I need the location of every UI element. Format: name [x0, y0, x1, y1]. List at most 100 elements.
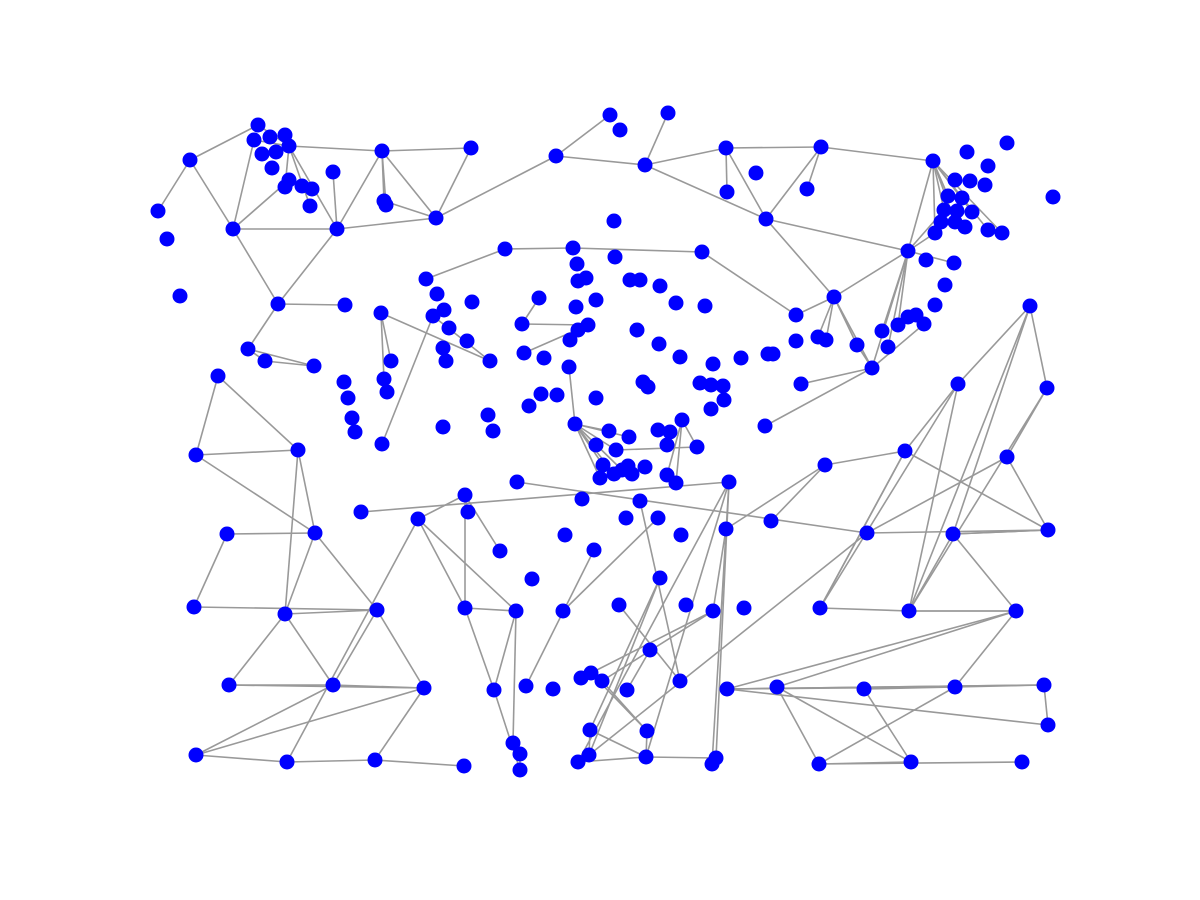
graph-node: [651, 336, 667, 352]
graph-edge: [332, 609, 378, 686]
graph-edge: [572, 247, 703, 253]
graph-node: [864, 360, 880, 376]
graph-node: [748, 165, 764, 181]
graph-node: [509, 474, 525, 490]
graph-node: [210, 368, 226, 384]
graph-node: [347, 424, 363, 440]
graph-node: [758, 211, 774, 227]
graph-edge: [376, 609, 425, 689]
graph-edge: [589, 729, 647, 758]
graph-edge: [626, 649, 651, 691]
graph-edge: [820, 146, 934, 162]
graph-node: [660, 105, 676, 121]
graph-edge: [776, 686, 912, 763]
graph-edge: [284, 449, 299, 615]
graph-edge: [824, 450, 906, 466]
graph-node: [240, 341, 256, 357]
graph-node: [826, 289, 842, 305]
graph-edge: [887, 250, 909, 348]
graph-node: [705, 603, 721, 619]
graph-node: [428, 210, 444, 226]
graph-node: [277, 179, 293, 195]
graph-node: [977, 177, 993, 193]
graph-node: [716, 392, 732, 408]
graph-node: [629, 322, 645, 338]
graph-node: [353, 504, 369, 520]
graph-edge: [725, 147, 767, 220]
graph-node: [612, 122, 628, 138]
graph-edge: [701, 251, 797, 316]
graph-edge: [800, 367, 873, 385]
graph-node: [492, 543, 508, 559]
graph-node: [959, 144, 975, 160]
graph-node: [457, 600, 473, 616]
graph-edge: [644, 147, 727, 166]
graph-edge: [264, 360, 315, 367]
graph-node: [588, 390, 604, 406]
graph-node: [172, 288, 188, 304]
graph-edge: [417, 494, 466, 520]
graph-node: [337, 297, 353, 313]
graph-edge: [512, 610, 517, 744]
graph-edge: [577, 481, 730, 763]
graph-node: [583, 665, 599, 681]
graph-node: [694, 244, 710, 260]
graph-edge: [464, 607, 517, 612]
graph-node: [568, 299, 584, 315]
graph-node: [569, 256, 585, 272]
graph-node: [769, 679, 785, 695]
graph-edge: [417, 518, 466, 609]
graph-node: [586, 542, 602, 558]
graph-node: [652, 570, 668, 586]
graph-edge: [504, 247, 574, 250]
graph-edge: [247, 303, 279, 350]
graph-node: [262, 129, 278, 145]
graph-node: [937, 277, 953, 293]
graph-edge: [555, 155, 646, 166]
graph-edge: [332, 171, 338, 230]
graph-node: [818, 332, 834, 348]
graph-node: [947, 679, 963, 695]
graph-node: [642, 642, 658, 658]
graph-node: [1036, 677, 1052, 693]
graph-edge: [1006, 387, 1048, 458]
graph-node: [672, 673, 688, 689]
graph-edge: [380, 312, 385, 380]
graph-node: [793, 376, 809, 392]
graph-edge: [818, 686, 956, 765]
graph-edge: [195, 375, 219, 456]
graph-node: [736, 600, 752, 616]
graph-node: [813, 139, 829, 155]
graph-node: [436, 302, 452, 318]
graph-node: [637, 459, 653, 475]
graph-node: [719, 184, 735, 200]
graph-edge: [464, 607, 495, 691]
graph-edge: [195, 454, 316, 534]
graph-edge: [601, 680, 648, 732]
graph-node: [962, 173, 978, 189]
graph-node: [632, 272, 648, 288]
graph-edge: [639, 500, 681, 682]
graph-node: [632, 493, 648, 509]
graph-edge: [381, 315, 434, 445]
graph-edge: [189, 124, 259, 161]
graph-node: [150, 203, 166, 219]
graph-node: [304, 181, 320, 197]
graph-node: [640, 379, 656, 395]
graph-node: [508, 603, 524, 619]
graph-node: [812, 600, 828, 616]
graph-node: [264, 160, 280, 176]
graph-node: [570, 322, 586, 338]
graph-node: [588, 292, 604, 308]
graph-node: [901, 603, 917, 619]
graph-node: [859, 525, 875, 541]
graph-node: [561, 359, 577, 375]
graph-edge: [644, 164, 767, 220]
graph-node: [817, 457, 833, 473]
graph-node: [697, 298, 713, 314]
graph-node: [159, 231, 175, 247]
graph-edge: [286, 759, 376, 763]
graph-node: [788, 307, 804, 323]
graph-edge: [232, 139, 255, 230]
graph-edge: [932, 160, 945, 211]
